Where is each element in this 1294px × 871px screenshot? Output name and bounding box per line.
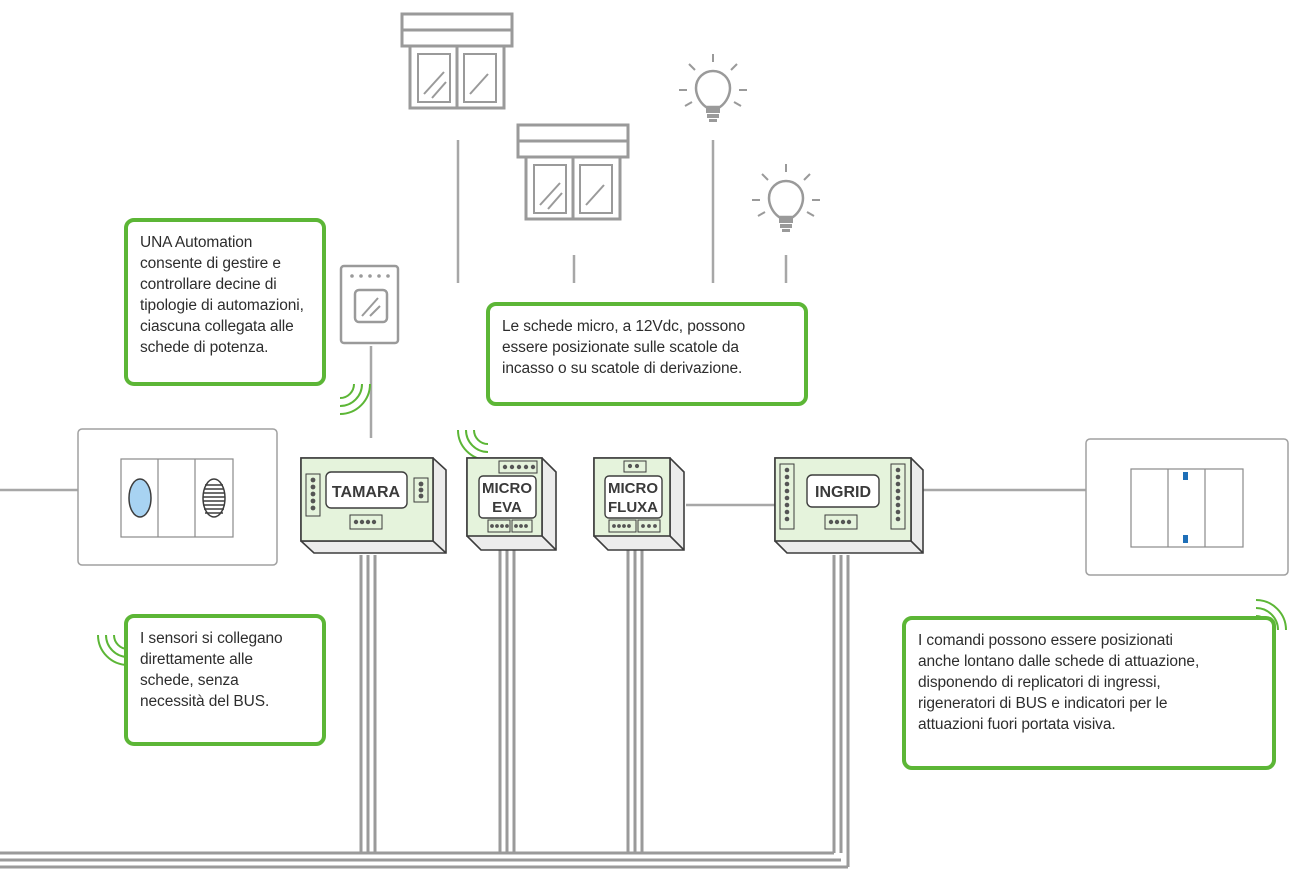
micro-fluxa-label-line1: MICRO [608, 480, 658, 497]
light-bulb-icon [750, 162, 822, 234]
automation-callout: UNA Automation consente di gestire e con… [124, 218, 326, 386]
micro-eva-board: MICRO EVA [466, 457, 557, 551]
window-blind-icon [516, 123, 630, 221]
tamara-label: TAMARA [332, 484, 401, 501]
window-blind-icon [400, 12, 514, 110]
oven-icon [339, 264, 400, 345]
micro-eva-label-line2: EVA [492, 499, 522, 516]
ingrid-label: INGRID [815, 484, 871, 501]
tamara-board: TAMARA [300, 457, 447, 554]
ingrid-board: INGRID [774, 457, 924, 554]
micro-eva-label-line1: MICRO [482, 480, 532, 497]
micro-fluxa-board: MICRO FLUXA [593, 457, 685, 551]
wifi-signal-icon [339, 383, 371, 415]
wall-switch-icon [1085, 438, 1289, 576]
micro-fluxa-label-line2: FLUXA [608, 499, 658, 516]
bus-cables [0, 550, 850, 869]
micro-boards-callout: Le schede micro, a 12Vdc, possono essere… [486, 302, 808, 406]
wall-switch-icon [77, 428, 278, 566]
light-bulb-icon [677, 52, 749, 124]
commands-callout: I comandi possono essere posizionati anc… [902, 616, 1276, 770]
wifi-signal-icon [457, 429, 489, 461]
connection-wires [0, 140, 1086, 507]
sensors-callout: I sensori si collegano direttamente alle… [124, 614, 326, 746]
